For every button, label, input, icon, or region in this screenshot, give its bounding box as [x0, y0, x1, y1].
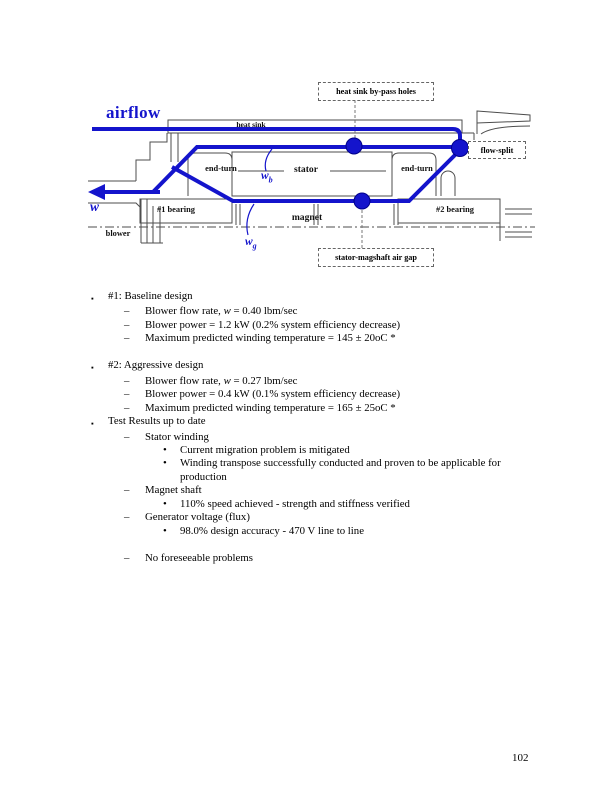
bullet-item-level-1: ▪ #1: Baseline design: [91, 290, 543, 305]
bullet-item-level-3: • 110% speed achieved - strength and stif…: [163, 498, 543, 511]
stator-label: stator: [294, 164, 318, 175]
bullet-item-level-2: – Blower power = 1.2 kW (0.2% system effi…: [124, 319, 543, 332]
bullet-text: #2: Aggressive design: [108, 359, 204, 372]
bullet-item-level-2: – Blower flow rate, w = 0.27 lbm/sec: [124, 375, 543, 388]
flow-split-callout: flow-split: [468, 141, 526, 159]
bullet-item-level-2: – No foreseeable problems: [124, 552, 543, 565]
bullet-text: Blower flow rate, w = 0.40 lbm/sec: [145, 305, 298, 318]
air-gap-node: [353, 192, 371, 210]
bullet-text: Stator winding: [145, 430, 209, 443]
bullet-item-level-2: – Blower power = 0.4 kW (0.1% system effi…: [124, 388, 543, 401]
bullet-text: #1: Baseline design: [108, 290, 193, 302]
bypass-holes-text: heat sink by-pass holes: [336, 87, 416, 96]
bearing-2-label: #2 bearing: [436, 205, 474, 214]
bullet-marker: ▪: [91, 419, 94, 429]
bullet-item-level-2: – Stator winding: [124, 431, 543, 444]
bullet-item-level-1: ▪ #2: Aggressive design: [91, 359, 543, 374]
bullet-marker: –: [124, 374, 130, 387]
bullet-marker: •: [163, 497, 167, 510]
bullet-marker: –: [124, 484, 130, 497]
bullet-text: Winding transpose successfully conducted…: [180, 457, 501, 483]
diagram-drawing: [88, 100, 535, 248]
page-number: 102: [512, 752, 529, 764]
bullet-item-level-2: – Magnet shaft: [124, 484, 543, 497]
end-turn-right-label: end-turn: [401, 164, 433, 173]
w-flow-label: w: [90, 199, 100, 214]
exit-arrow-icon: [88, 184, 105, 200]
bullet-list: ▪ #1: Baseline design – Blower flow rate, w…: [91, 290, 543, 565]
bullet-text: Test Results up to date: [108, 415, 206, 428]
heat-sink-bypass-holes-callout: heat sink by-pass holes: [318, 82, 434, 101]
bullet-marker: ▪: [91, 294, 94, 303]
bullet-item-level-3: • Winding transpose successfully conducte…: [163, 457, 543, 484]
bullet-marker: –: [124, 551, 130, 564]
flow-split-node: [451, 139, 469, 157]
bypass-hole-node: [345, 137, 363, 155]
bullet-text: Magnet shaft: [145, 484, 202, 497]
bullet-item-level-2: – Maximum predicted winding temperature =…: [124, 332, 543, 345]
bullet-marker: –: [124, 430, 130, 443]
bullet-text: Generator voltage (flux): [145, 511, 250, 524]
bullet-item-level-2: – Maximum predicted winding temperature =…: [124, 402, 543, 415]
bullet-text: 98.0% design accuracy - 470 V line to li…: [180, 524, 365, 537]
bearing-1-label: #1 bearing: [157, 205, 195, 214]
bullet-text: Current migration problem is mitigated: [180, 444, 350, 457]
air-gap-text: stator-magshaft air gap: [335, 253, 417, 262]
bullet-marker: –: [124, 318, 130, 331]
flow-split-text: flow-split: [480, 145, 514, 155]
bullet-text: Maximum predicted winding temperature = …: [145, 332, 396, 345]
bullet-marker: •: [163, 444, 167, 457]
magnet-label: magnet: [291, 212, 323, 223]
stator-magshaft-air-gap-callout: stator-magshaft air gap: [318, 248, 434, 267]
bullet-item-level-2: – Generator voltage (flux): [124, 511, 543, 524]
bullet-item-level-2: – Blower flow rate, w = 0.40 lbm/sec: [124, 305, 543, 318]
bullet-marker: –: [124, 401, 130, 414]
bullet-text: No foreseeable problems: [145, 551, 253, 564]
heat-sink-label: heat sink: [236, 120, 266, 129]
bullet-text: Blower power = 0.4 kW (0.1% system effic…: [145, 388, 401, 401]
bullet-marker: –: [124, 305, 130, 318]
end-turn-left-label: end-turn: [205, 164, 237, 173]
wb-flow-label: wb: [261, 170, 273, 185]
generator-cooling-diagram: airflow heat sink end-turn stator end-tu…: [0, 0, 612, 285]
bullet-marker: •: [163, 524, 167, 537]
bullet-text: Maximum predicted winding temperature = …: [145, 401, 396, 414]
bullet-text: Blower flow rate, w = 0.27 lbm/sec: [145, 374, 298, 387]
bullet-marker: –: [124, 388, 130, 401]
bullet-text: Blower power = 1.2 kW (0.2% system effic…: [145, 318, 401, 331]
bullet-marker: ▪: [91, 363, 94, 373]
airflow-label: airflow: [106, 103, 161, 122]
wg-flow-label: wg: [245, 236, 257, 251]
bullet-marker: –: [124, 511, 130, 524]
bullet-marker: •: [163, 457, 167, 470]
bullet-marker: –: [124, 332, 130, 345]
blower-label: blower: [105, 229, 131, 238]
bullet-text: 110% speed achieved - strength and stiff…: [180, 497, 410, 510]
bullet-item-level-3: • Current migration problem is mitigated: [163, 444, 543, 457]
bullet-item-level-3: • 98.0% design accuracy - 470 V line to l…: [163, 525, 543, 538]
bullet-item-level-1: ▪ Test Results up to date: [91, 415, 543, 430]
